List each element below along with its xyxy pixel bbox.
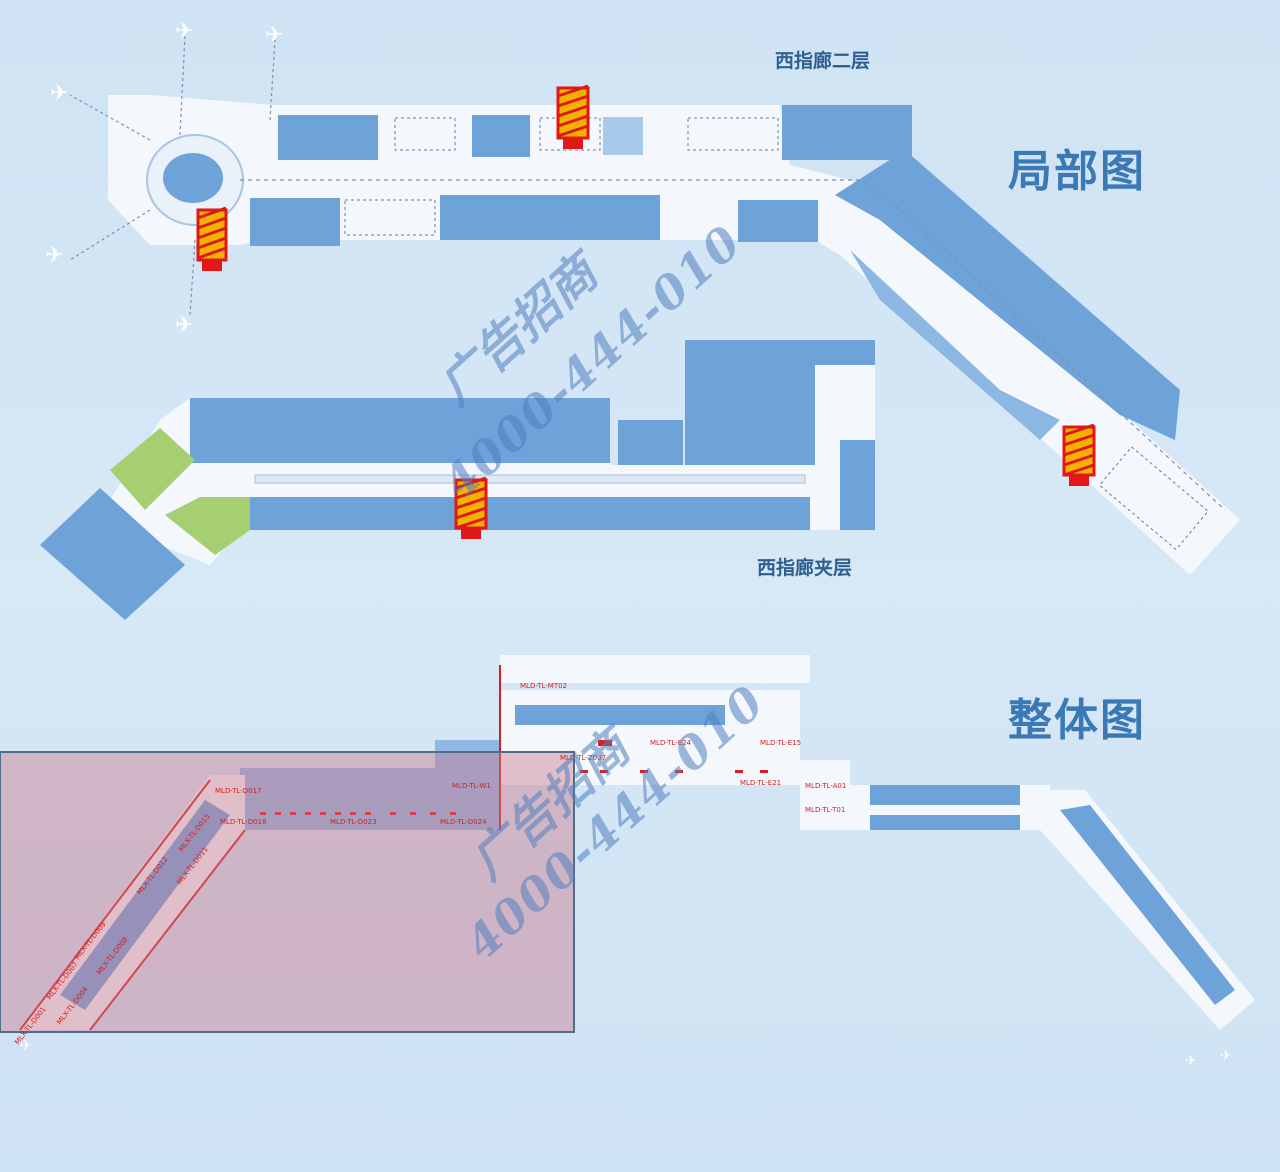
upper-floor-plan: ✈ ✈ ✈ ✈ ✈ bbox=[45, 19, 1240, 575]
detail-map: ✈ ✈ ✈ ✈ ✈ bbox=[40, 19, 1240, 620]
airplane-icon: ✈ bbox=[265, 23, 283, 48]
overall-map: MLD-TL-W1 MLD-TL-D017 MLD-TL-D018 MLX-TL… bbox=[0, 655, 1255, 1069]
svg-text:MLD-TL-MT02: MLD-TL-MT02 bbox=[520, 682, 567, 690]
svg-text:MLD-TL-E15: MLD-TL-E15 bbox=[760, 739, 801, 747]
mezzanine-label: 西指廊夹层 bbox=[757, 557, 853, 579]
airplane-icon: ✈ bbox=[175, 313, 193, 338]
svg-text:✈: ✈ bbox=[20, 1038, 32, 1054]
ad-markers bbox=[196, 84, 1096, 539]
highlight-region bbox=[0, 751, 575, 1033]
detail-map-heading: 局部图 bbox=[1008, 146, 1146, 197]
airplane-icon: ✈ bbox=[50, 81, 68, 106]
ad-marker-icon[interactable] bbox=[196, 206, 228, 271]
overall-map-heading: 整体图 bbox=[1008, 695, 1146, 746]
ad-marker-icon[interactable] bbox=[556, 84, 590, 149]
upper-floor-label: 西指廊二层 bbox=[775, 50, 871, 72]
airplane-icon: ✈ bbox=[175, 19, 193, 44]
upper-shops-row bbox=[250, 105, 912, 246]
ad-marker-icon[interactable] bbox=[454, 476, 488, 539]
svg-text:MLD-TL-D017: MLD-TL-D017 bbox=[215, 787, 262, 795]
airplane-icon: ✈ bbox=[45, 243, 63, 268]
section-divider bbox=[0, 625, 1280, 628]
mezzanine-floor-plan bbox=[40, 340, 875, 620]
svg-text:MLD-TL-E21: MLD-TL-E21 bbox=[740, 779, 781, 787]
svg-text:MLD-TL-D018: MLD-TL-D018 bbox=[220, 818, 267, 826]
svg-text:✈: ✈ bbox=[1185, 1053, 1197, 1069]
ad-marker-icon[interactable] bbox=[1062, 423, 1096, 486]
svg-text:MLD-TL-E24: MLD-TL-E24 bbox=[650, 739, 692, 747]
svg-text:MLD-TL-W1: MLD-TL-W1 bbox=[452, 782, 491, 790]
svg-text:MLD-TL-D023: MLD-TL-D023 bbox=[330, 818, 377, 826]
svg-text:MLD-TL-T01: MLD-TL-T01 bbox=[805, 806, 845, 814]
svg-text:✈: ✈ bbox=[1220, 1048, 1232, 1064]
svg-text:MLD-TL-A01: MLD-TL-A01 bbox=[805, 782, 846, 790]
svg-text:MLD-TL-D024: MLD-TL-D024 bbox=[440, 818, 487, 826]
svg-text:MLD-TL-Z007: MLD-TL-Z007 bbox=[560, 754, 606, 762]
